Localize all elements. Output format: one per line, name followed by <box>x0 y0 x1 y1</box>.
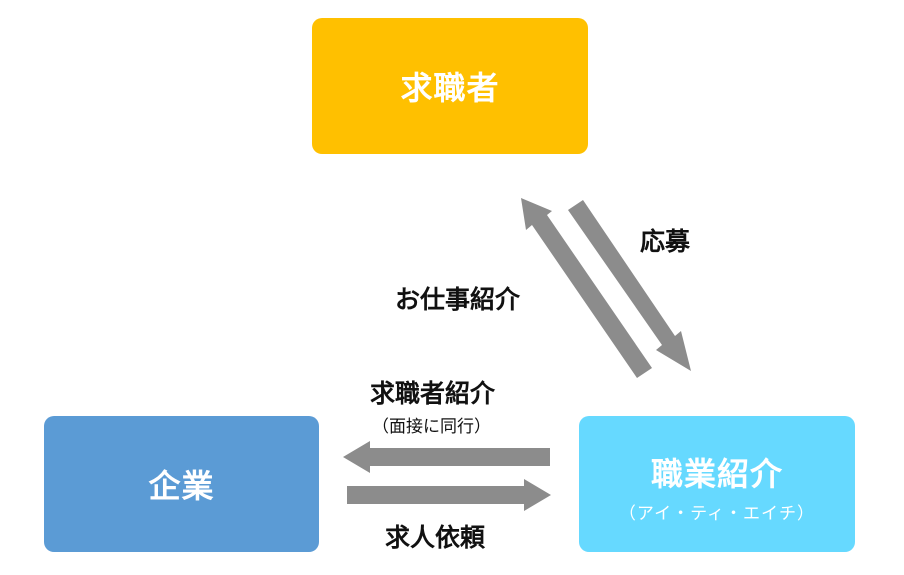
candidate-introduction-sublabel: （面接に同行） <box>372 417 491 437</box>
candidate-introduction-label: 求職者紹介 <box>370 379 496 408</box>
arrow-application <box>568 200 691 371</box>
job-seeker-label: 求職者 <box>400 69 500 107</box>
arrow-job-request <box>347 479 551 511</box>
agency-node: 職業紹介 （アイ・ティ・エイチ） <box>579 416 855 552</box>
job-seeker-node: 求職者 <box>312 18 588 154</box>
arrow-candidate-introduction <box>343 441 550 473</box>
company-node: 企業 <box>44 416 319 552</box>
arrow-job-introduction <box>521 198 652 378</box>
job-introduction-label: お仕事紹介 <box>395 285 521 314</box>
company-label: 企業 <box>148 467 215 505</box>
job-request-label: 求人依頼 <box>385 523 486 552</box>
application-label: 応募 <box>640 227 691 256</box>
agency-sublabel: （アイ・ティ・エイチ） <box>618 503 816 524</box>
agency-label: 職業紹介 <box>650 454 783 493</box>
